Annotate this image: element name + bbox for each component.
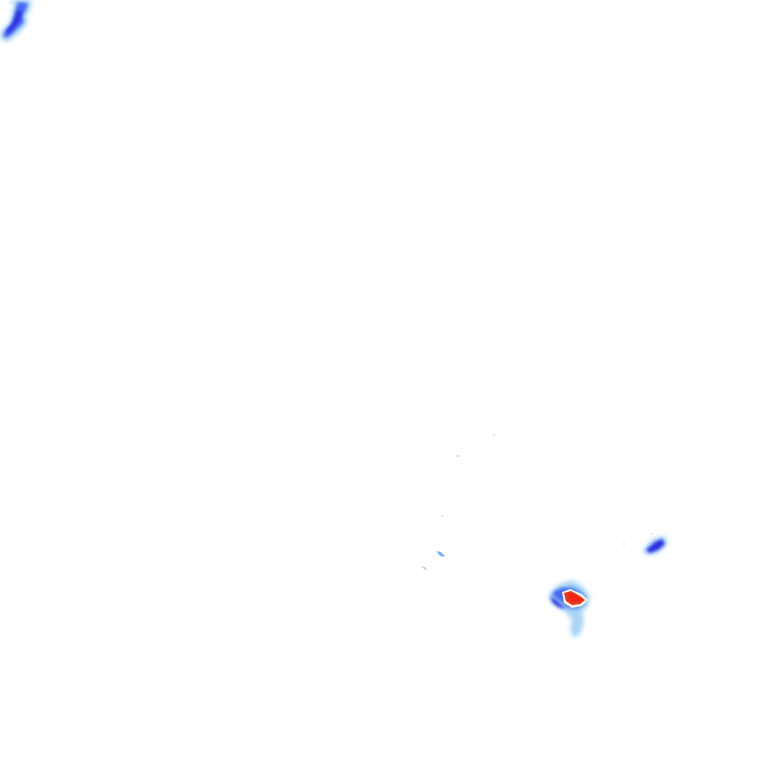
echo-south-cell — [548, 580, 590, 638]
echo-northwest — [0, 0, 32, 42]
echo-east — [644, 536, 668, 555]
echo-light-fragments — [421, 434, 653, 570]
